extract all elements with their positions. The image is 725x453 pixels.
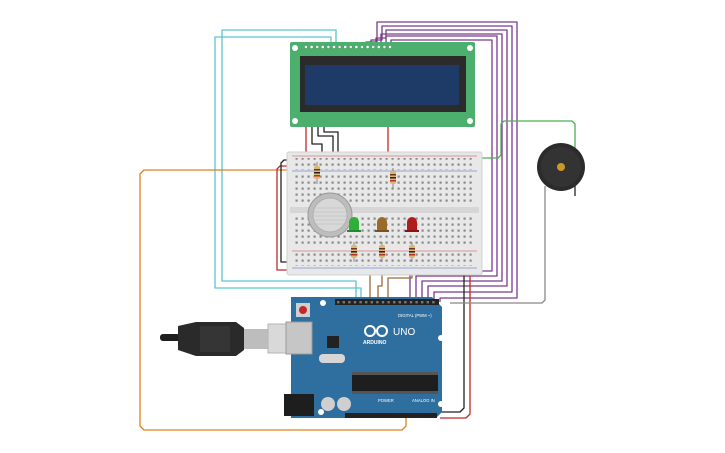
header-pin[interactable] bbox=[393, 301, 396, 304]
lcd-pin bbox=[332, 45, 336, 49]
wire-cyan-1[interactable] bbox=[221, 29, 357, 300]
lcd-pin bbox=[365, 45, 370, 49]
header-pin[interactable] bbox=[432, 301, 435, 304]
wire-purple-3[interactable] bbox=[375, 29, 508, 302]
resistor-led-yellow[interactable] bbox=[379, 242, 385, 262]
resistor-sensor[interactable] bbox=[314, 162, 320, 184]
center-channel bbox=[290, 207, 479, 213]
led-green[interactable] bbox=[347, 217, 361, 232]
buzzer-icon[interactable] bbox=[537, 143, 585, 191]
power-jack bbox=[284, 394, 314, 416]
analog-header-label: ANALOG IN bbox=[412, 398, 435, 403]
resistor-led-green[interactable] bbox=[351, 242, 357, 262]
resistor-lcd-contrast[interactable] bbox=[390, 168, 396, 188]
wire-green-buzzer[interactable] bbox=[452, 120, 576, 159]
lcd-pin bbox=[354, 45, 359, 49]
atmega-socket-top bbox=[352, 372, 438, 375]
wire-purple-5[interactable] bbox=[385, 35, 498, 302]
resistors bbox=[314, 162, 415, 262]
wire-black-3[interactable] bbox=[323, 126, 339, 160]
header-pin[interactable] bbox=[387, 301, 390, 304]
wire-purple-4[interactable] bbox=[380, 33, 503, 302]
header-pin[interactable] bbox=[370, 301, 373, 304]
chip-small bbox=[327, 336, 339, 348]
header-pin[interactable] bbox=[398, 301, 401, 304]
header-pin[interactable] bbox=[359, 301, 362, 304]
rail-holes-bottom bbox=[294, 253, 474, 266]
power-header-label: POWER bbox=[378, 398, 394, 403]
lcd-display[interactable] bbox=[290, 42, 475, 127]
mount-hole-icon bbox=[320, 300, 326, 306]
capacitor bbox=[337, 397, 351, 411]
header-pin[interactable] bbox=[337, 301, 340, 304]
rail-holes-top bbox=[294, 158, 474, 170]
wire-purple-6[interactable] bbox=[390, 39, 493, 302]
mount-hole-icon bbox=[438, 335, 444, 341]
header-pin[interactable] bbox=[376, 301, 379, 304]
power-analog-header bbox=[345, 413, 437, 418]
header-pin[interactable] bbox=[342, 301, 345, 304]
lcd-pin bbox=[309, 45, 314, 49]
mount-hole-icon bbox=[438, 401, 444, 407]
lcd-pin bbox=[382, 45, 387, 49]
header-pin[interactable] bbox=[415, 301, 418, 304]
wire-red-4[interactable] bbox=[440, 266, 471, 419]
lcd-pin bbox=[304, 45, 308, 49]
lcd-pin bbox=[348, 45, 353, 49]
arduino-uno[interactable]: UNO ARDUINO DIGITAL (PWM ~) POWER ANALOG… bbox=[284, 297, 444, 418]
usb-port bbox=[285, 321, 313, 355]
digital-header-pins bbox=[337, 301, 435, 304]
capacitor bbox=[321, 397, 335, 411]
atmega-chip bbox=[352, 374, 438, 392]
lcd-pin bbox=[371, 45, 376, 49]
lcd-pin bbox=[376, 45, 381, 49]
mount-hole-icon bbox=[292, 118, 298, 124]
mount-hole-icon bbox=[467, 45, 473, 51]
lcd-pin bbox=[326, 45, 331, 49]
wire-black-5[interactable] bbox=[440, 266, 465, 413]
wire-red-3[interactable] bbox=[276, 165, 300, 271]
lcd-pin bbox=[360, 45, 364, 49]
lcd-pin bbox=[315, 45, 320, 49]
gas-sensor-icon[interactable] bbox=[307, 192, 353, 238]
lcd-pin bbox=[388, 45, 392, 49]
arduino-logo-icon bbox=[364, 325, 388, 337]
wire-orange[interactable] bbox=[139, 169, 407, 431]
mount-hole-icon bbox=[318, 409, 324, 415]
header-pin[interactable] bbox=[421, 301, 424, 304]
wire-cyan-2[interactable] bbox=[214, 36, 362, 300]
resistor-led-red[interactable] bbox=[409, 242, 415, 262]
header-pin[interactable] bbox=[353, 301, 357, 304]
header-pin[interactable] bbox=[348, 301, 351, 304]
crystal bbox=[319, 354, 345, 363]
wire-purple-2[interactable] bbox=[370, 25, 513, 302]
header-pin[interactable] bbox=[426, 301, 429, 304]
wire-gray-buzzer[interactable] bbox=[450, 186, 546, 304]
led-red[interactable] bbox=[405, 217, 419, 232]
usb-cable-icon bbox=[160, 322, 295, 356]
lcd-pin bbox=[337, 45, 342, 49]
digital-header-label: DIGITAL (PWM ~) bbox=[398, 313, 432, 318]
mount-hole-icon bbox=[467, 118, 473, 124]
header-pin[interactable] bbox=[409, 301, 413, 304]
breadboard[interactable] bbox=[286, 151, 483, 276]
lcd-header-pins bbox=[304, 45, 392, 49]
board-model: UNO bbox=[393, 327, 415, 338]
wire-black-2[interactable] bbox=[317, 126, 334, 158]
lcd-screen bbox=[305, 65, 459, 105]
reset-button-cap[interactable] bbox=[299, 306, 307, 314]
mount-hole-icon bbox=[292, 45, 298, 51]
board-brand: ARDUINO bbox=[363, 340, 386, 346]
header-pin[interactable] bbox=[365, 301, 368, 304]
lcd-pin bbox=[320, 45, 325, 49]
header-pin[interactable] bbox=[381, 301, 385, 304]
atmega-socket-bottom bbox=[352, 391, 438, 394]
lcd-pin bbox=[343, 45, 348, 49]
header-pin[interactable] bbox=[404, 301, 407, 304]
digital-header bbox=[335, 299, 439, 305]
led-yellow[interactable] bbox=[375, 217, 389, 232]
